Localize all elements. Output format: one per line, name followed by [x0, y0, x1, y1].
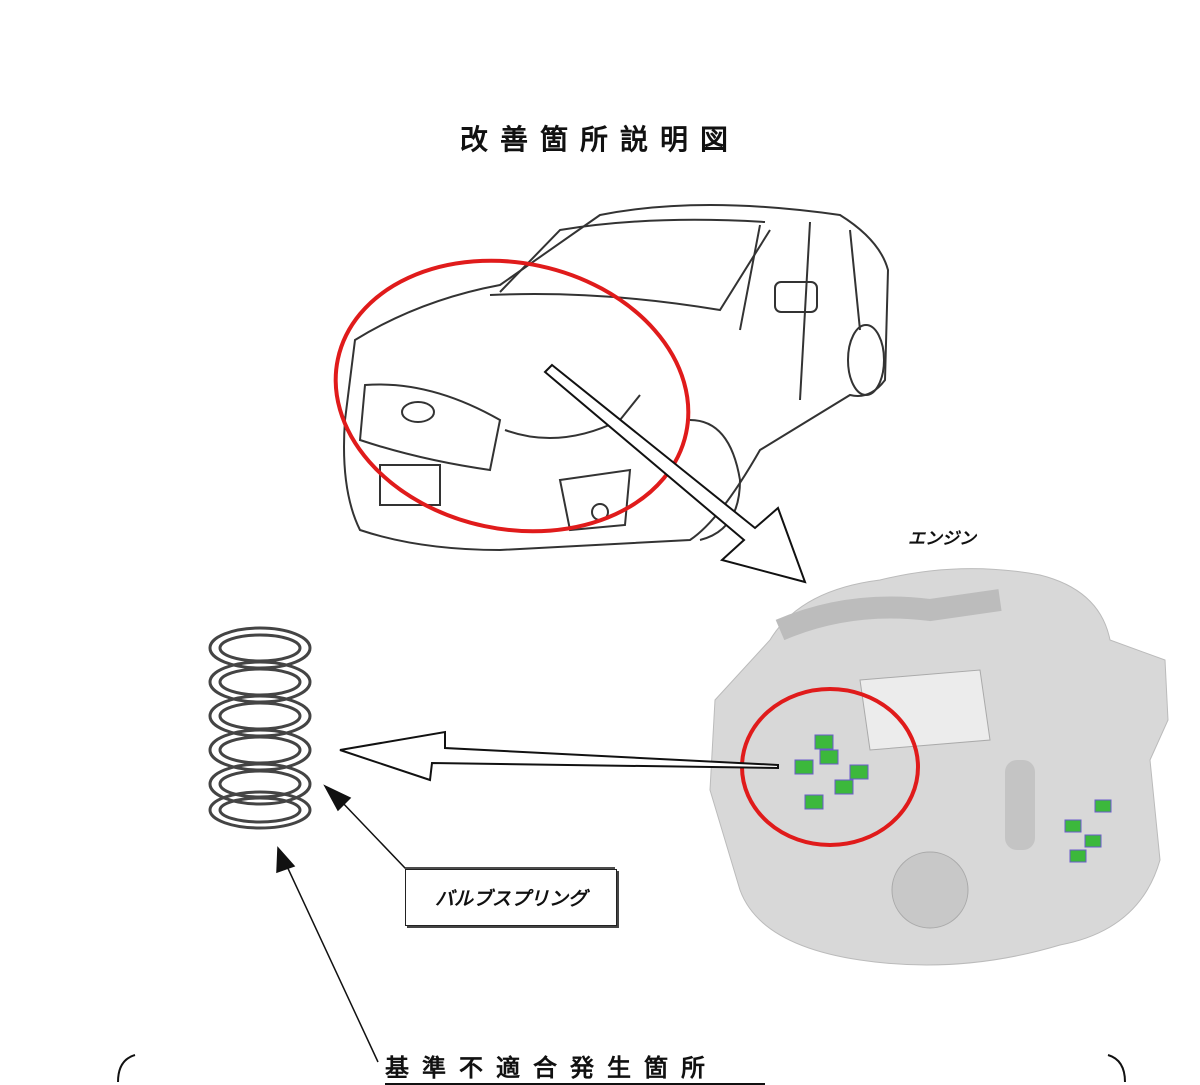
- leader-lines: [276, 784, 615, 1063]
- engine-illustration: [709, 568, 1169, 966]
- bracket-right: [1107, 1054, 1126, 1082]
- nonconformity-location-label: 基準不適合発生箇所: [385, 1048, 765, 1085]
- bracket-left: [117, 1054, 136, 1082]
- front-highlight-circle: [333, 258, 691, 534]
- valve-spring-label-text: バルブスプリング: [434, 888, 587, 910]
- valve-spring-illustration: [208, 626, 312, 830]
- arrow-engine-to-spring: [339, 730, 779, 782]
- car-illustration: [343, 204, 890, 552]
- page-title: 改善箇所説明図: [459, 123, 740, 156]
- valve-spring-label: バルブスプリング: [405, 869, 617, 926]
- engine-label: エンジン: [908, 529, 976, 549]
- arrow-car-to-engine: [543, 363, 807, 584]
